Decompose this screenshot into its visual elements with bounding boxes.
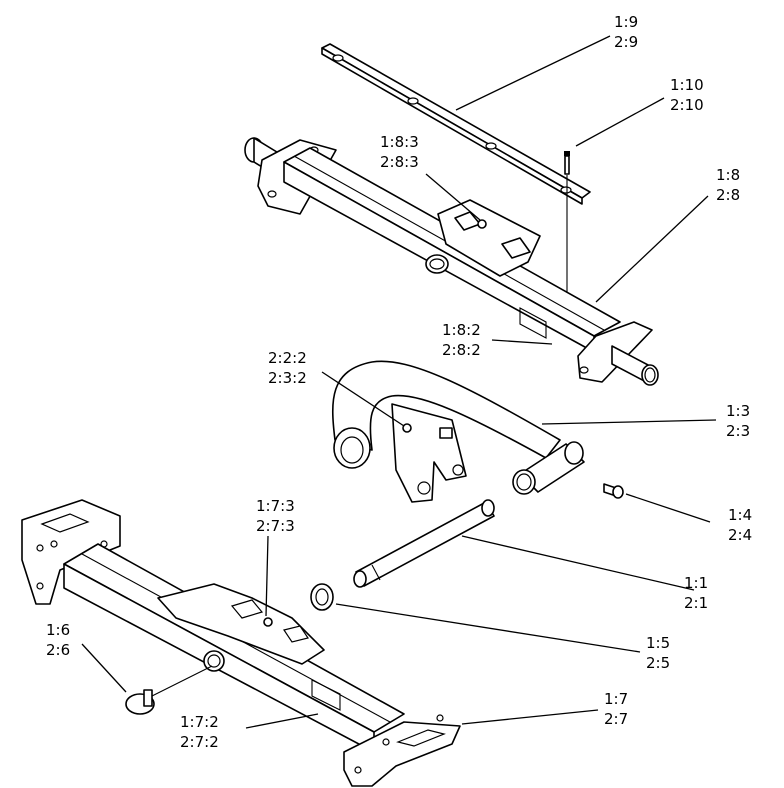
lower-frame-part — [21, 499, 461, 787]
callout-line2: 2:4 — [728, 526, 752, 544]
callout-line1: 1:6 — [46, 621, 70, 639]
callout-line2: 2:8:3 — [380, 153, 419, 171]
callout-1-4: 1:4 2:4 — [728, 506, 752, 544]
curved-arm-part — [331, 360, 585, 503]
callout-1-10: 1:10 2:10 — [670, 76, 704, 114]
callout-1-7-3: 1:7:3 2:7:3 — [256, 497, 295, 535]
callout-1-7: 1:7 2:7 — [604, 690, 628, 728]
callout-1-5: 1:5 2:5 — [646, 634, 670, 672]
callout-line2: 2:6 — [46, 641, 70, 659]
callout-1-3: 1:3 2:3 — [726, 402, 750, 440]
callout-line2: 2:10 — [670, 96, 704, 114]
pin-part — [353, 499, 495, 588]
washer-part — [310, 583, 334, 611]
upper-frame-part — [244, 137, 659, 386]
callout-line2: 2:9 — [614, 33, 638, 51]
screw-part — [564, 151, 570, 312]
callout-line1: 1:8 — [716, 166, 740, 184]
callout-1-8-3: 1:8:3 2:8:3 — [380, 133, 419, 171]
callout-1-8-2: 1:8:2 2:8:2 — [442, 321, 481, 359]
bolt-part — [603, 483, 624, 499]
callout-line1: 1:8:3 — [380, 133, 419, 151]
callout-2-2-2: 2:2:2 2:3:2 — [268, 349, 307, 387]
callout-line1: 1:7:3 — [256, 497, 295, 515]
callout-line1: 1:7:2 — [180, 713, 219, 731]
callout-line1: 2:2:2 — [268, 349, 307, 367]
callout-line1: 1:1 — [684, 574, 708, 592]
callout-line1: 1:9 — [614, 13, 638, 31]
callout-line2: 2:7:3 — [256, 517, 295, 535]
callout-1-9: 1:9 2:9 — [614, 13, 638, 51]
callout-line1: 1:3 — [726, 402, 750, 420]
callout-1-7-2: 1:7:2 2:7:2 — [180, 713, 219, 751]
callout-1-1: 1:1 2:1 — [684, 574, 708, 612]
callout-line1: 1:5 — [646, 634, 670, 652]
callout-line2: 2:3 — [726, 422, 750, 440]
callout-1-8: 1:8 2:8 — [716, 166, 740, 204]
callout-line1: 1:7 — [604, 690, 628, 708]
callout-line2: 2:5 — [646, 654, 670, 672]
callout-line1: 1:8:2 — [442, 321, 481, 339]
callout-line1: 1:4 — [728, 506, 752, 524]
leader-lines — [81, 35, 717, 729]
callout-line2: 2:1 — [684, 594, 708, 612]
callout-line2: 2:7 — [604, 710, 628, 728]
callout-line2: 2:8:2 — [442, 341, 481, 359]
callout-line2: 2:7:2 — [180, 733, 219, 751]
callout-line2: 2:3:2 — [268, 369, 307, 387]
callout-line1: 1:10 — [670, 76, 704, 94]
callout-1-6: 1:6 2:6 — [46, 621, 70, 659]
callout-line2: 2:8 — [716, 186, 740, 204]
lynch-pin-part — [125, 665, 213, 715]
flat-bar-part — [321, 43, 591, 205]
